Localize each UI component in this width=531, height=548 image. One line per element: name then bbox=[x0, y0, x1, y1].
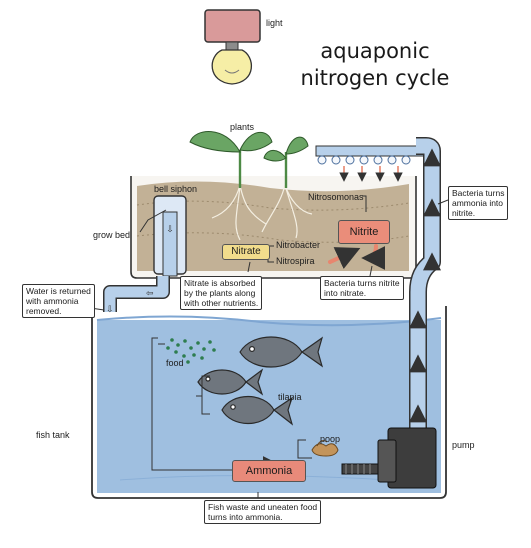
plant-roots bbox=[211, 184, 313, 241]
drain-pipe: ⇦ ⇩ bbox=[103, 276, 170, 314]
tilapia-fish-icon bbox=[197, 336, 324, 426]
food-pellets-icon bbox=[166, 338, 216, 364]
poop-icon bbox=[311, 440, 339, 457]
light-bulb-icon bbox=[204, 9, 261, 85]
ammonia-box: Ammonia bbox=[232, 460, 306, 482]
pump-icon bbox=[341, 427, 437, 489]
note-nitrate-absorbed: Nitrate is absorbed by the plants along … bbox=[180, 276, 263, 310]
tilapia-label: tilapia bbox=[278, 392, 302, 402]
note-water-returned: Water is returned with ammonia removed. bbox=[22, 284, 95, 318]
note-bacteria-nitrate: Bacteria turns nitrite into nitrate. bbox=[320, 276, 404, 300]
nitrosomonas-label: Nitrosomonas bbox=[308, 192, 364, 202]
light-label: light bbox=[266, 18, 283, 28]
plants-label: plants bbox=[230, 122, 255, 132]
grow-bed-label: grow bed bbox=[93, 230, 131, 240]
fish-tank-label: fish tank bbox=[36, 430, 70, 440]
poop-label: poop bbox=[320, 434, 341, 444]
nitrobacter-label: Nitrobacter bbox=[276, 240, 321, 250]
diagram-title: aquaponic nitrogen cycle bbox=[300, 38, 450, 92]
food-label: food bbox=[166, 358, 184, 368]
title-line-2: nitrogen cycle bbox=[300, 66, 450, 90]
connector-lines bbox=[139, 195, 367, 471]
return-pipe bbox=[409, 137, 441, 440]
pump-label: pump bbox=[452, 440, 475, 450]
plants-icon bbox=[189, 131, 309, 188]
svg-text:⇦: ⇦ bbox=[146, 288, 154, 298]
bell-siphon-label: bell siphon bbox=[154, 184, 198, 194]
spray-bar bbox=[315, 145, 430, 182]
nitrospira-label: Nitrospira bbox=[276, 256, 315, 266]
nitrate-box: Nitrate bbox=[222, 244, 270, 260]
svg-text:⇩: ⇩ bbox=[106, 304, 114, 314]
bell-siphon: ⇩ bbox=[153, 195, 187, 277]
svg-text:⇩: ⇩ bbox=[166, 224, 174, 234]
nitrite-box: Nitrite bbox=[338, 220, 390, 244]
note-fish-waste: Fish waste and uneaten food turns into a… bbox=[204, 500, 322, 524]
title-line-1: aquaponic bbox=[320, 39, 430, 63]
note-bacteria-nitrite: Bacteria turns ammonia into nitrite. bbox=[448, 186, 509, 220]
